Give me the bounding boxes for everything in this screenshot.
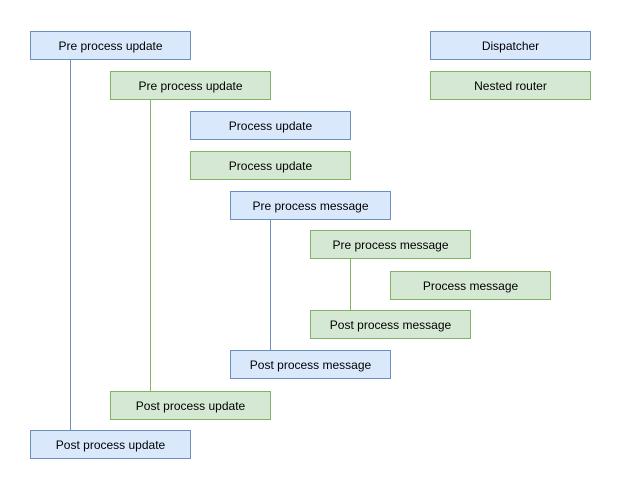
node-post-process-update-dispatcher: Post process update bbox=[30, 430, 191, 459]
connector-process-message-dispatcher-line bbox=[270, 220, 271, 350]
node-post-process-message-dispatcher: Post process message bbox=[230, 350, 391, 379]
legend-dispatcher: Dispatcher bbox=[430, 31, 591, 60]
node-pre-process-message-dispatcher: Pre process message bbox=[230, 191, 391, 220]
node-pre-process-update-nested-router: Pre process update bbox=[110, 71, 271, 100]
node-post-process-message-nested-router: Post process message bbox=[310, 310, 471, 339]
legend-nested-router: Nested router bbox=[430, 71, 591, 100]
node-process-update-dispatcher: Process update bbox=[190, 111, 351, 140]
node-process-message-nested-router: Process message bbox=[390, 271, 551, 300]
node-pre-process-update-dispatcher: Pre process update bbox=[30, 31, 191, 60]
node-process-update-nested-router: Process update bbox=[190, 151, 351, 180]
node-pre-process-message-nested-router: Pre process message bbox=[310, 230, 471, 259]
connector-process-update-nested-router-line bbox=[150, 100, 151, 391]
node-post-process-update-nested-router: Post process update bbox=[110, 391, 271, 420]
connector-process-update-dispatcher-line bbox=[70, 60, 71, 430]
connector-process-message-nested-router-line bbox=[350, 259, 351, 310]
